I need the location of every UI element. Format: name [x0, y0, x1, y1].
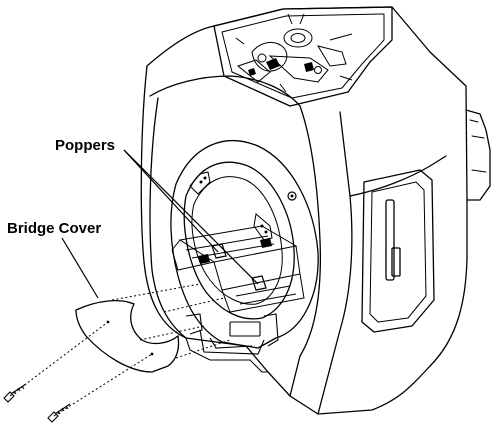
front-cover-edge — [289, 105, 321, 397]
poppers-label: Poppers — [55, 137, 116, 154]
bezel-dots — [199, 176, 268, 234]
bridge-rails — [171, 225, 305, 313]
gantry-base — [185, 313, 279, 373]
popper-pointers — [123, 149, 259, 285]
side-panel-divider — [317, 111, 353, 415]
poppers — [211, 243, 267, 291]
top-mechanism — [235, 13, 353, 93]
screw-right — [47, 403, 71, 423]
screw-left — [3, 383, 27, 403]
housing-button — [287, 191, 297, 201]
bridge-cover-label: Bridge Cover — [7, 220, 102, 237]
side-slot — [385, 199, 395, 281]
side-slot-lower — [391, 247, 401, 277]
bore-opening — [183, 161, 295, 320]
bridge-cover-part — [75, 299, 180, 373]
housing-button-center — [290, 194, 294, 198]
bridge-cover-holes — [106, 320, 154, 356]
top-opening — [213, 6, 393, 107]
assembly-guides — [9, 283, 231, 417]
top-opening-rim — [221, 13, 385, 99]
side-panel-door — [361, 169, 435, 333]
front-cover-seam-left — [149, 97, 187, 339]
side-panel-door-inner — [369, 181, 427, 323]
bridge-cover-pointer — [61, 237, 99, 299]
bridge-dark — [198, 238, 272, 264]
front-bezel — [170, 140, 319, 349]
rear-block — [465, 109, 491, 201]
top-mechanism-dark — [248, 58, 314, 76]
bore-depth-ring — [191, 176, 283, 305]
front-cover-seam-top — [149, 75, 301, 107]
rear-block-detail — [469, 119, 487, 173]
bezel-markings — [189, 171, 273, 241]
side-panel-right — [349, 155, 447, 197]
